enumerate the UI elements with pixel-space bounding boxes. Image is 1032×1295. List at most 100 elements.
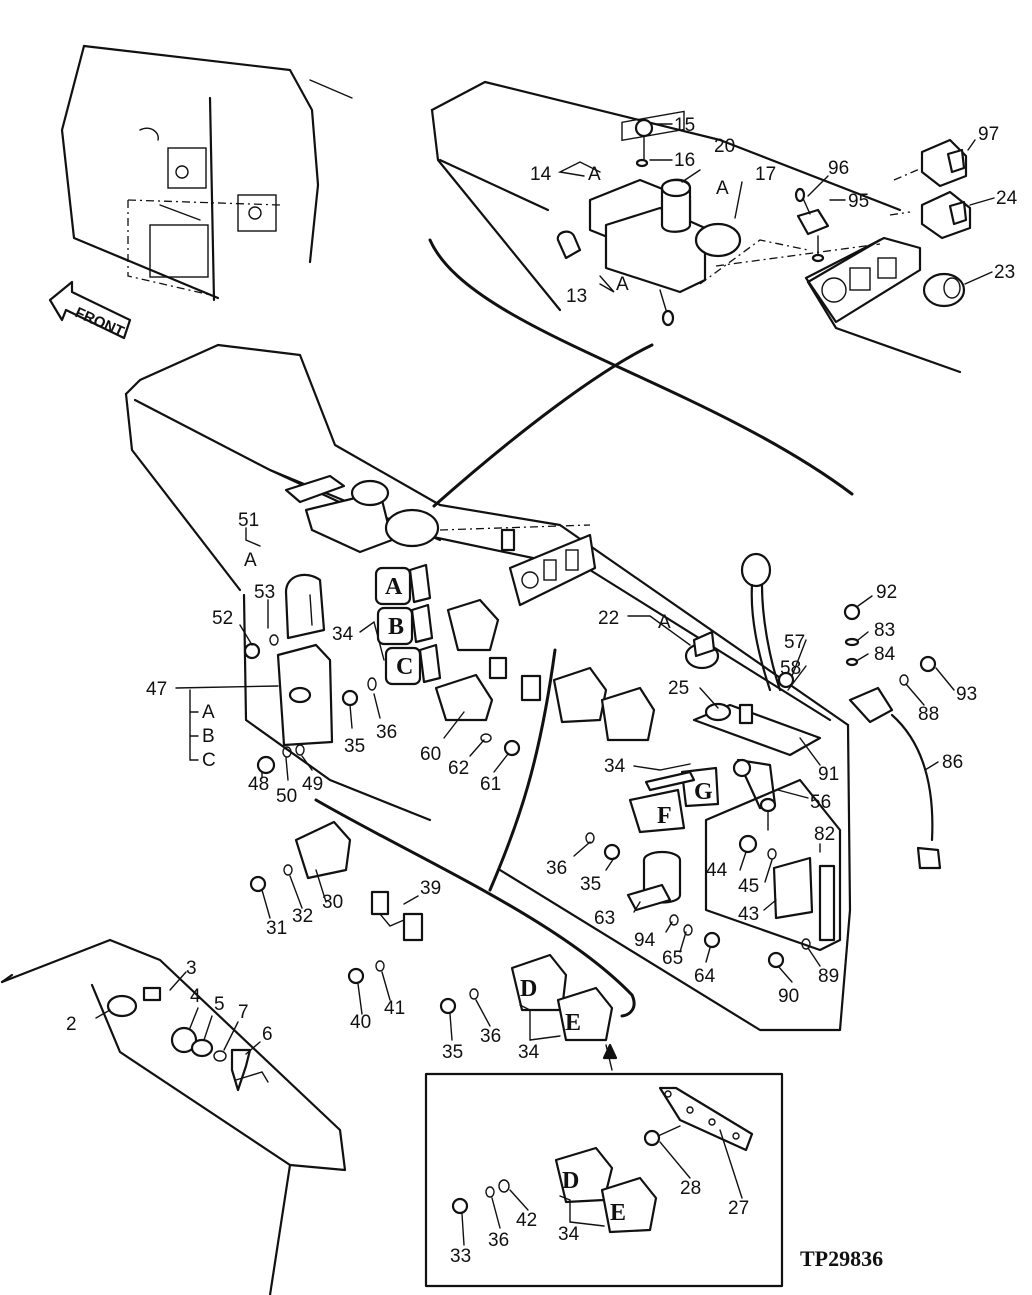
callout-2: 2: [66, 1014, 77, 1035]
callout-36-inset: 36: [488, 1230, 509, 1251]
callout-92: 92: [876, 582, 897, 603]
callout-51: 51: [238, 510, 259, 531]
callout-89: 89: [818, 966, 839, 987]
callout-51-A: A: [244, 550, 257, 571]
callout-65: 65: [662, 948, 683, 969]
callout-25: 25: [668, 678, 689, 699]
callout-47-A: A: [202, 702, 215, 723]
callout-22: 22: [598, 608, 619, 629]
callout-47-B: B: [202, 726, 215, 747]
callout-31: 31: [266, 918, 287, 939]
callout-35-upper: 35: [344, 736, 365, 757]
callout-44: 44: [706, 860, 728, 881]
callout-27: 27: [728, 1198, 749, 1219]
callout-60: 60: [420, 744, 441, 765]
switch-bezel-51: [284, 573, 326, 640]
callout-20-A: A: [716, 178, 729, 199]
callout-64: 64: [694, 966, 716, 987]
callout-32: 32: [292, 906, 313, 927]
switch-letter-C: C: [396, 654, 413, 680]
callout-91: 91: [818, 764, 839, 785]
front-label: FRONT: [72, 304, 126, 341]
relays-center: [434, 598, 656, 757]
switches-A-B-C: A B C: [341, 563, 442, 707]
callout-6: 6: [262, 1024, 273, 1045]
switch-panel-plate: [699, 167, 923, 324]
callout-13: 13: [566, 286, 587, 307]
cab-overview-inset: [60, 44, 353, 302]
callout-4: 4: [190, 986, 201, 1007]
callout-15: 15: [674, 115, 695, 136]
callout-50: 50: [276, 786, 297, 807]
console-detail-upper: [428, 80, 962, 496]
switch-letter-F: F: [657, 803, 672, 829]
callout-22-A: A: [658, 612, 671, 633]
leader-lines: [95, 123, 995, 1246]
switches-F-G: F G: [585, 766, 720, 861]
callout-30: 30: [322, 892, 343, 913]
switch-letter-D-upper: D: [520, 976, 537, 1002]
front-arrow: FRONT: [48, 280, 132, 341]
callout-62: 62: [448, 758, 469, 779]
callout-34-inset: 34: [558, 1224, 580, 1245]
callout-58: 58: [780, 658, 801, 679]
callout-96: 96: [828, 158, 849, 179]
callout-63: 63: [594, 908, 615, 929]
connector-30: [249, 820, 352, 893]
callout-labels: 15 16 20 A 17 14 A 13 A 96 95 97 24 23 5…: [66, 115, 1018, 1267]
callout-24: 24: [996, 188, 1018, 209]
main-console-body: [124, 343, 852, 1032]
callout-88: 88: [918, 704, 939, 725]
switch-letter-A: A: [385, 574, 403, 600]
callout-61: 61: [480, 774, 501, 795]
callout-35-lower: 35: [442, 1042, 463, 1063]
callout-53: 53: [254, 582, 275, 603]
callout-5: 5: [214, 994, 225, 1015]
diodes-39: [347, 890, 424, 985]
callout-34-middle: 34: [604, 756, 626, 777]
toggle-switch-95: [794, 187, 830, 263]
callout-52: 52: [212, 608, 233, 629]
callout-14: 14: [530, 164, 552, 185]
callout-90: 90: [778, 986, 799, 1007]
callout-83: 83: [874, 620, 895, 641]
callout-36-lower: 36: [480, 1026, 501, 1047]
rocker-switches-upper: [920, 138, 972, 308]
callout-41: 41: [384, 998, 405, 1019]
callout-57: 57: [784, 632, 805, 653]
callout-56: 56: [810, 792, 831, 813]
console-top-panel-parts: [284, 474, 597, 607]
key-switch-22: [684, 630, 720, 670]
callout-36-upper: 36: [376, 722, 397, 743]
callout-49: 49: [302, 774, 323, 795]
callout-82: 82: [814, 824, 835, 845]
controller-box-82: [704, 778, 842, 969]
callout-28: 28: [680, 1178, 701, 1199]
callout-34-lower: 34: [518, 1042, 540, 1063]
switch-panel-47: [243, 634, 334, 775]
switch-letter-E-upper: E: [565, 1010, 581, 1036]
callout-39: 39: [420, 878, 441, 899]
callout-45: 45: [738, 876, 759, 897]
figure-id: TP29836: [800, 1246, 883, 1271]
callout-36-middle: 36: [546, 858, 567, 879]
callout-13-A: A: [616, 274, 629, 295]
throttle-lever-assembly: [692, 552, 942, 870]
callout-86: 86: [942, 752, 963, 773]
switch-letter-D-lower: D: [562, 1168, 579, 1194]
callout-17: 17: [755, 164, 776, 185]
callout-95: 95: [848, 191, 869, 212]
switch-letter-B: B: [388, 614, 404, 640]
callout-20: 20: [714, 136, 735, 157]
hour-meter-assembly: [556, 110, 742, 327]
switch-letter-E-lower: E: [610, 1200, 626, 1226]
callout-16: 16: [674, 150, 695, 171]
callout-14-A: A: [588, 164, 601, 185]
callout-3: 3: [186, 958, 197, 979]
switch-letter-G: G: [694, 779, 713, 805]
switches-D-E-upper: D E: [439, 953, 614, 1042]
callout-33: 33: [450, 1246, 471, 1267]
callout-48: 48: [248, 774, 269, 795]
callout-43: 43: [738, 904, 759, 925]
